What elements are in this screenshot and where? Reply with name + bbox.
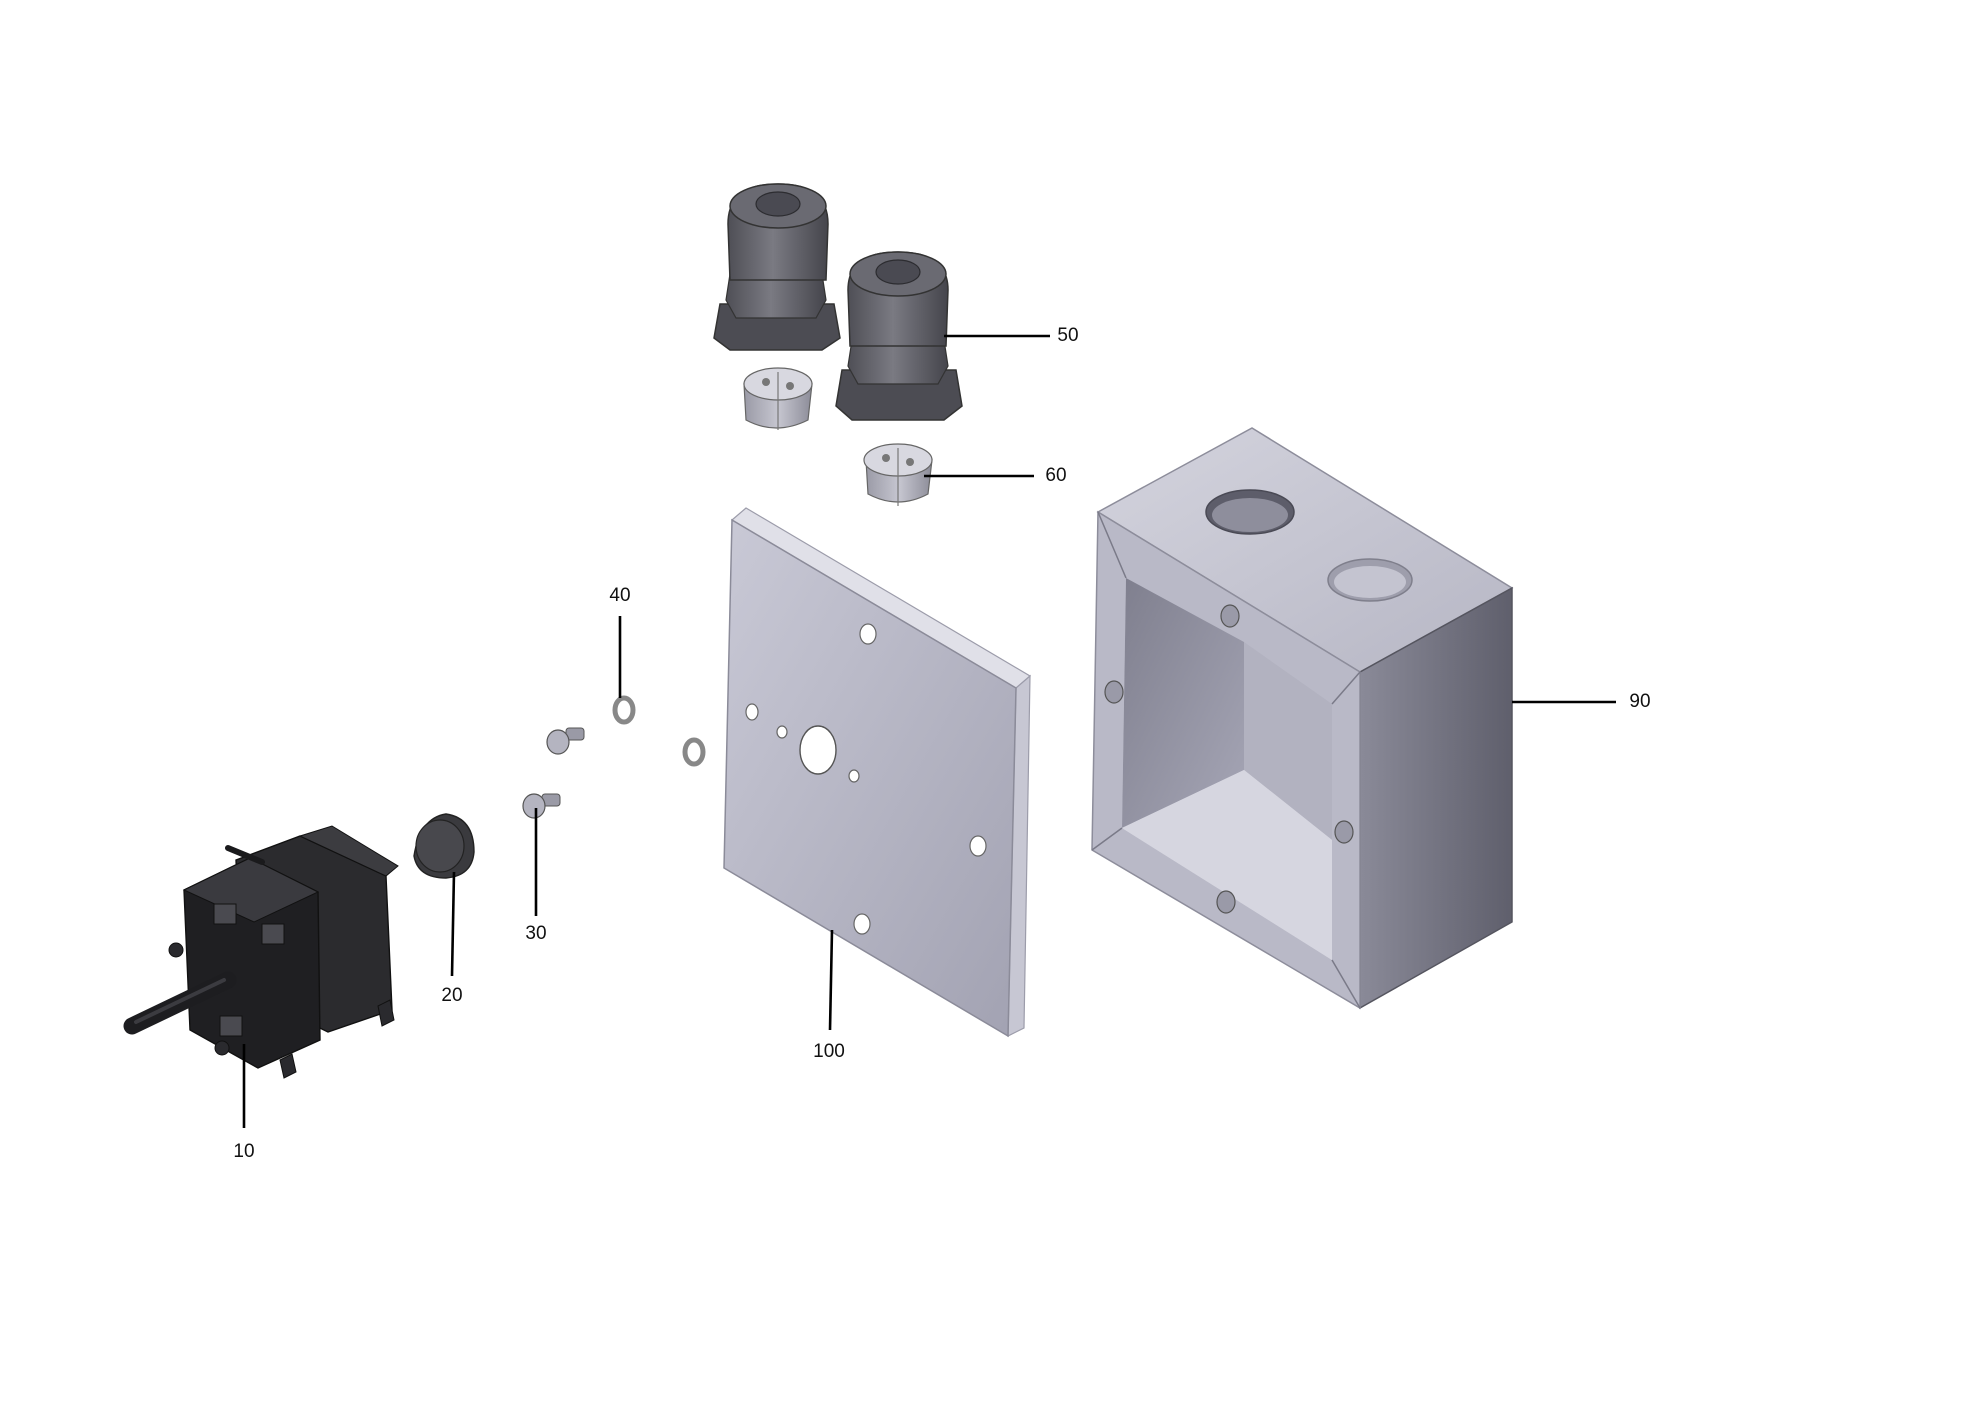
cable-gland-back bbox=[713, 183, 841, 351]
part-label-50: 50 bbox=[1057, 325, 1079, 346]
cover-plate bbox=[723, 507, 1032, 1038]
part-label-60: 60 bbox=[1045, 465, 1067, 486]
washer-2 bbox=[682, 737, 706, 767]
screw-1 bbox=[546, 727, 585, 755]
sealing-insert-front bbox=[863, 443, 933, 506]
cable-gland-front bbox=[835, 251, 963, 421]
part-label-40: 40 bbox=[609, 585, 631, 606]
washer-1 bbox=[612, 695, 636, 725]
part-label-30: 30 bbox=[525, 923, 547, 944]
part-label-100: 100 bbox=[813, 1041, 845, 1062]
part-label-20: 20 bbox=[441, 985, 463, 1006]
sealing-insert-back bbox=[743, 367, 813, 430]
switch-knob bbox=[413, 813, 475, 879]
leader-20 bbox=[450, 871, 456, 977]
leader-100 bbox=[828, 929, 834, 1031]
enclosure-box bbox=[1091, 427, 1514, 1010]
rotary-switch bbox=[123, 825, 399, 1079]
part-label-10: 10 bbox=[233, 1141, 255, 1162]
part-label-90: 90 bbox=[1629, 691, 1651, 712]
screw-2 bbox=[522, 793, 561, 819]
